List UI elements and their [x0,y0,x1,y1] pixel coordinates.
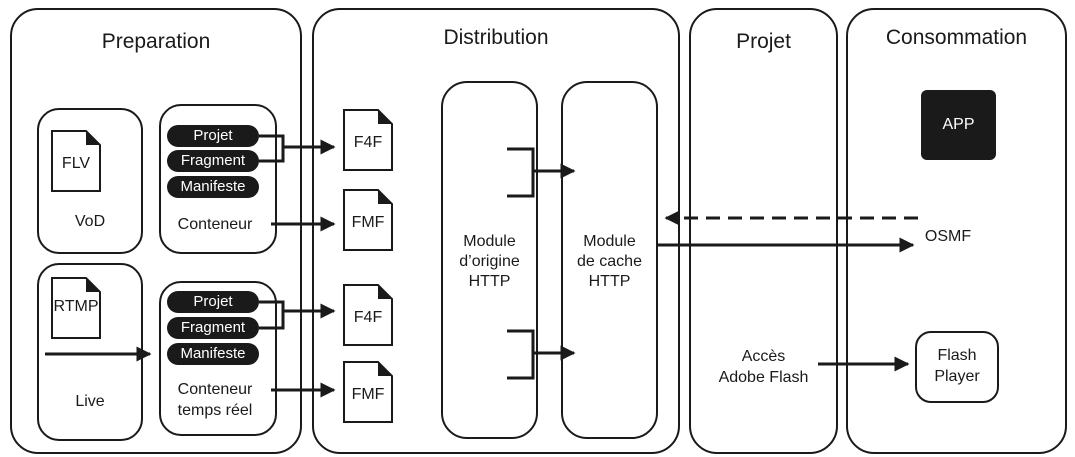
pill-fragment-bottom: Fragment [167,317,259,339]
fmf-bottom-label: FMF [351,386,385,403]
live-label: Live [75,393,105,410]
container-bottom-label-2: temps réel [177,402,253,419]
flv-file-icon: FLV [50,129,102,193]
flash-player-label-2: Player [934,368,980,385]
preparation-title: Preparation [101,30,211,53]
flash-access-label-2: Adobe Flash [718,369,809,386]
fmf-bottom-file-icon: FMF [342,360,394,424]
flash-player-box [915,331,999,403]
pill-manifeste-bottom: Manifeste [167,343,259,365]
cache-module-box [561,81,658,439]
origin-module-label-1: Module [463,233,516,250]
origin-module-label-3: HTTP [468,273,511,290]
container-top-label: Conteneur [177,216,253,233]
cache-module-label-3: HTTP [588,273,631,290]
f4f-top-label: F4F [353,134,383,151]
flash-access-label-1: Accès [741,348,786,365]
f4f-top-file-icon: F4F [342,108,394,172]
origin-module-label-2: d’origine [459,253,520,270]
consommation-title: Consommation [885,26,1028,49]
rtmp-file-label: RTMP [53,298,99,315]
flv-file-label: FLV [61,155,91,172]
pill-manifeste-top: Manifeste [167,176,259,198]
container-bottom-label-1: Conteneur [177,381,253,398]
projet-title: Projet [736,30,791,53]
f4f-bottom-label: F4F [353,309,383,326]
fmf-top-file-icon: FMF [342,188,394,252]
fmf-top-label: FMF [351,214,385,231]
cache-module-label-1: Module [583,233,636,250]
rtmp-file-icon: RTMP [50,276,102,340]
pill-fragment-top: Fragment [167,150,259,172]
pill-projet-top: Projet [167,125,259,147]
projet-panel: Projet [689,8,838,454]
app-box: APP [921,90,996,160]
osmf-label: OSMF [924,228,972,245]
distribution-title: Distribution [443,26,549,49]
f4f-bottom-file-icon: F4F [342,283,394,347]
flash-player-label-1: Flash [937,347,977,364]
vod-label: VoD [74,213,106,230]
pill-projet-bottom: Projet [167,291,259,313]
cache-module-label-2: de cache [577,253,642,270]
